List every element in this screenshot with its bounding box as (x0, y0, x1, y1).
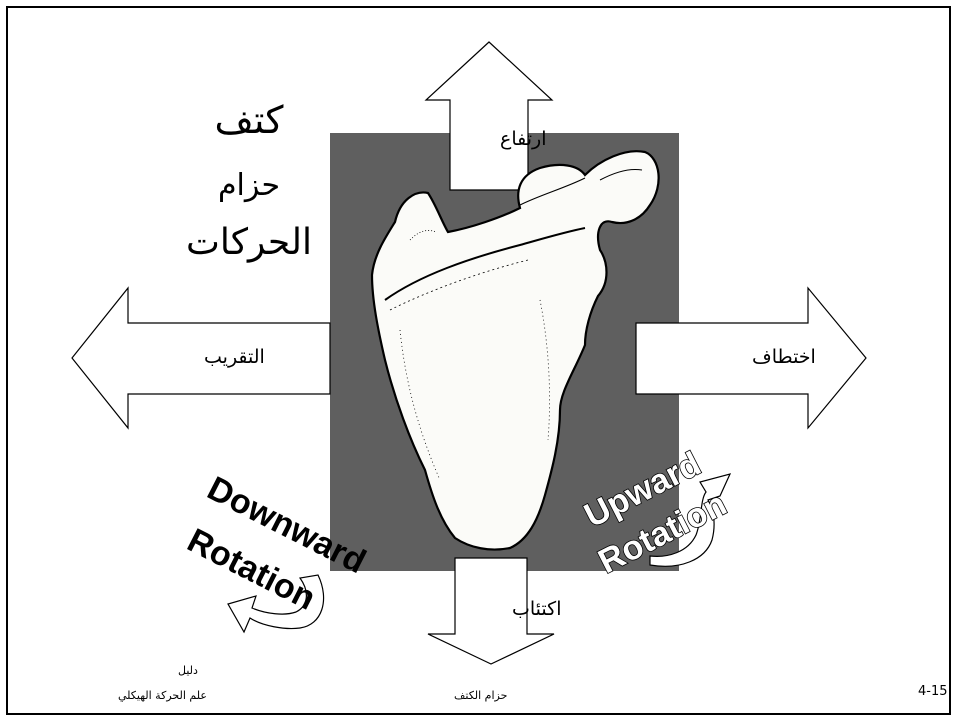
title-line-3: الحركات (185, 222, 313, 263)
downward-rotation-arrow (227, 574, 325, 634)
abduction-arrow (635, 286, 867, 430)
title-line-1: كتف (214, 98, 284, 142)
page-number: 4-15 (918, 684, 948, 699)
adduction-arrow (71, 286, 331, 430)
abduction-label: اختطاف (752, 346, 816, 368)
footer-center: حزام الكتف (454, 689, 508, 702)
elevation-label: ارتفاع (500, 128, 547, 150)
upward-rotation-arrow (649, 473, 732, 567)
depression-label: اكتئاب (512, 598, 562, 620)
slide-frame (6, 6, 951, 715)
adduction-label: التقريب (204, 346, 265, 368)
depression-arrow (427, 557, 555, 665)
scapula-bone (370, 150, 660, 551)
footer-left-line1: دليل (178, 664, 198, 677)
footer-left-line2: علم الحركة الهيكلي (118, 689, 207, 702)
title-line-2: حزام (217, 168, 280, 203)
